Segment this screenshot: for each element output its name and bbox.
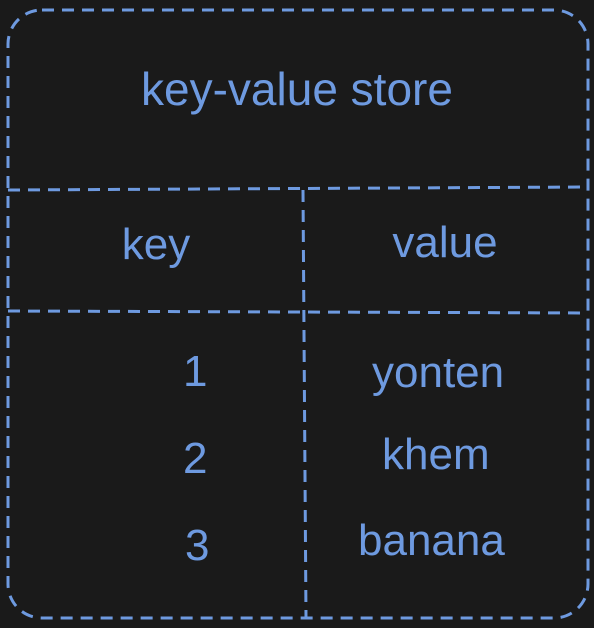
value-cell: khem [382,430,490,479]
store-title: key-value store [141,63,453,115]
value-cell: yonten [372,348,505,397]
key-cell: 3 [185,521,210,570]
key-cell: 1 [183,347,208,396]
key-cell: 2 [183,434,208,483]
value-column-header: value [392,218,498,267]
value-cell: banana [358,516,505,565]
title-divider [7,185,589,192]
column-divider [301,189,308,619]
header-divider [7,309,589,315]
key-column-header: key [121,220,191,269]
